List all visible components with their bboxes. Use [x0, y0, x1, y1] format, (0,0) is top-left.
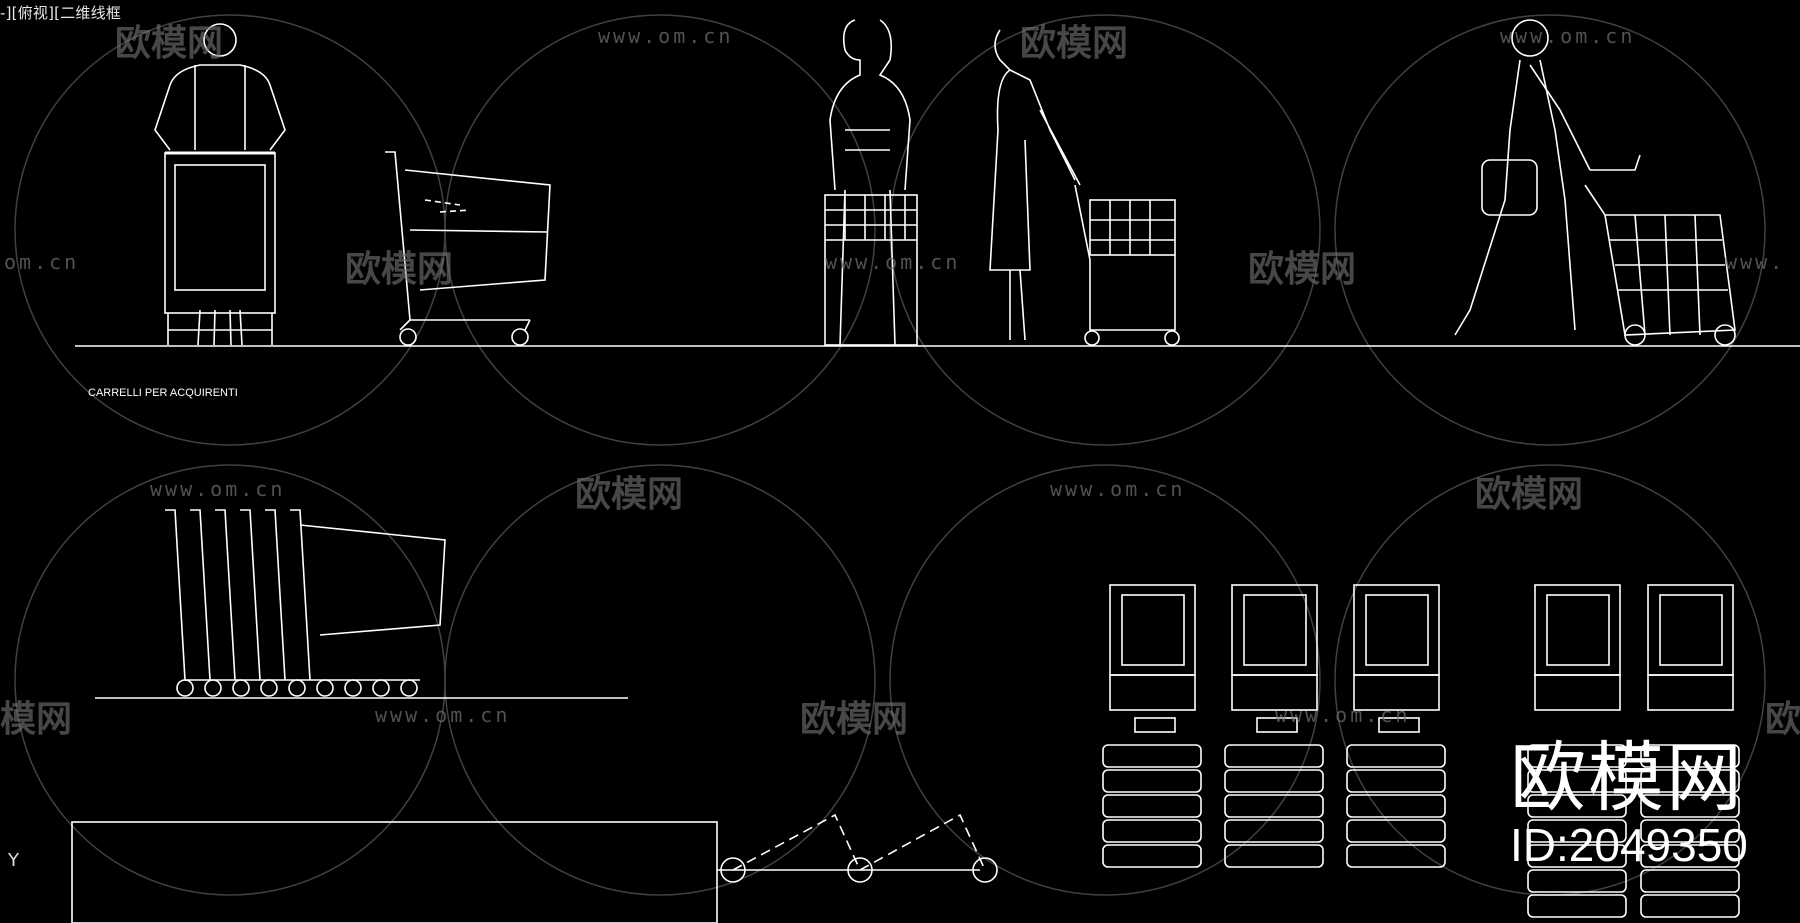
- drawing-caption: CARRELLI PER ACQUIRENTI: [88, 387, 238, 399]
- id-badge: 欧模网 ID:2049350: [1510, 733, 1748, 871]
- person-front-with-cart: [154, 23, 286, 346]
- cart-plan-view: [71, 813, 998, 923]
- watermark-url: www.om.cn: [375, 703, 511, 727]
- watermark-brand: 欧模网: [345, 249, 454, 290]
- watermark-url: www.om.cn: [150, 477, 286, 501]
- watermark-url: www.om.cn: [1275, 703, 1411, 727]
- watermark-brand: 欧模网: [115, 23, 224, 64]
- id-number: ID:2049350: [1510, 819, 1748, 871]
- watermark-brand: 欧模网: [1475, 474, 1584, 515]
- ucs-icon: Y: [8, 850, 19, 871]
- cart-side-view: [385, 151, 551, 346]
- watermark-url: www.om.cn: [1500, 24, 1636, 48]
- watermark-url: www.om.cn: [1050, 477, 1186, 501]
- ucs-y-label: Y: [8, 850, 19, 871]
- woman-with-basket-cart: [824, 19, 918, 346]
- woman-with-trolley-basket: [989, 29, 1180, 346]
- woman-walking-with-cart: [1454, 19, 1736, 346]
- watermark-url-partial: om.cn: [4, 250, 80, 274]
- watermark-url: www.om.cn: [598, 24, 734, 48]
- watermark-brand: 欧模网: [1248, 249, 1357, 290]
- watermark-circles: [14, 14, 1766, 896]
- id-brand: 欧模网: [1510, 733, 1744, 822]
- watermark-brand: 欧模网: [800, 699, 909, 740]
- watermark-url-cut: www.: [1725, 250, 1786, 274]
- stacked-carts-top-view: [1102, 584, 1740, 918]
- watermark-url: www.om.cn: [825, 250, 961, 274]
- watermark-brand-edge: 欧: [1765, 699, 1800, 740]
- watermark-brand: 欧模网: [575, 474, 684, 515]
- watermark-brand-partial: 模网: [0, 699, 73, 740]
- watermark-brand: 欧模网: [1020, 23, 1129, 64]
- cart-front-view: [164, 151, 276, 345]
- nested-carts-side-view: [165, 509, 446, 697]
- viewport-label[interactable]: -][俯视][二维线框: [0, 4, 122, 22]
